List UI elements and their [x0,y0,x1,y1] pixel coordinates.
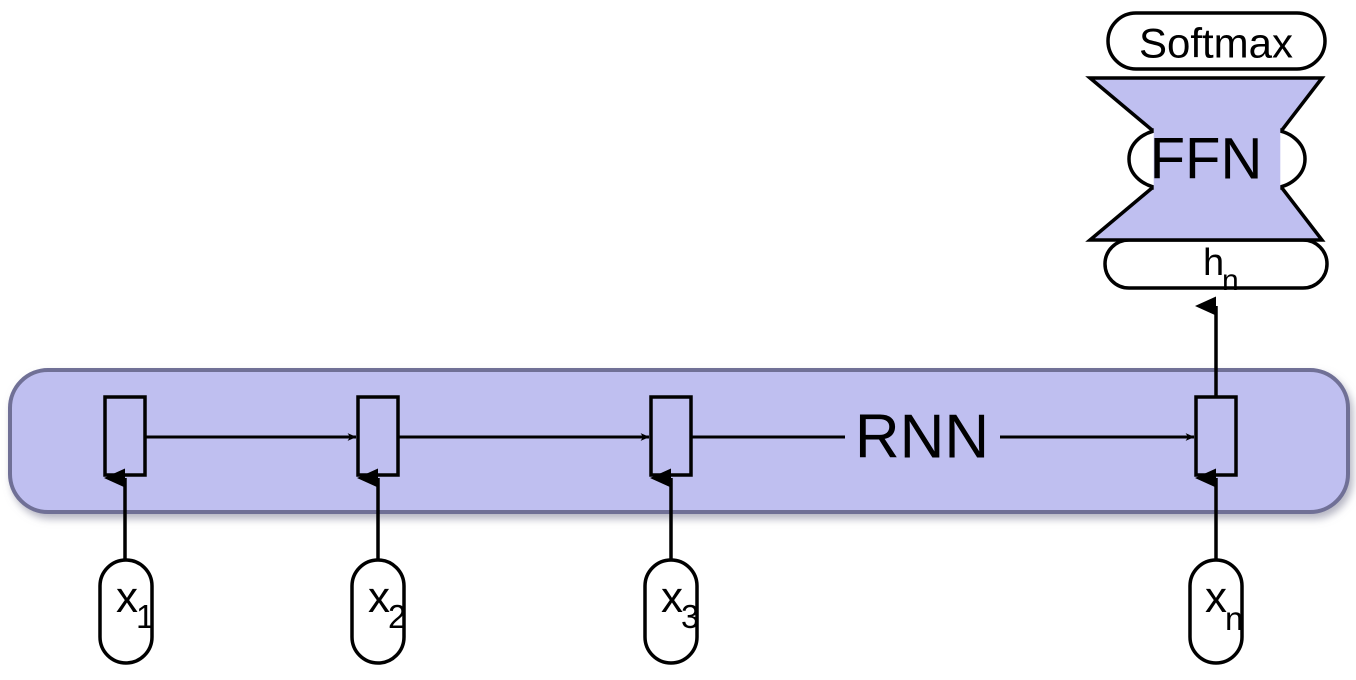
ffn-block[interactable]: FFN [1085,76,1326,242]
input-x2-subscript: 2 [388,598,406,635]
hidden-state-subscript: n [1222,264,1239,297]
input-x1-subscript: 1 [136,598,154,635]
hidden-state-label: h [1203,242,1224,284]
ffn-upper-trapezoid [1085,76,1326,132]
input-x1[interactable]: x 1 [98,558,154,665]
input-x1-shape [98,558,154,665]
input-xn-shape [1188,558,1244,665]
hidden-state-hn[interactable]: h n [1103,238,1329,297]
input-xn[interactable]: x n [1188,558,1244,665]
input-xn-subscript: n [1225,600,1243,637]
input-arrows-group [104,468,1218,560]
softmax-block[interactable]: Softmax [1106,11,1327,71]
rnn-label: RNN [855,403,989,472]
ffn-right-arc [1270,128,1307,190]
input-x2[interactable]: x 2 [350,558,406,665]
input-x3[interactable]: x 3 [643,558,699,665]
input-x3-subscript: 3 [681,598,699,635]
input-x3-label: x [661,573,683,622]
rnn-cell-1[interactable] [103,395,147,477]
rnn-bar [8,368,1350,514]
input-x2-shape [350,558,406,665]
input-xn-label: x [1205,573,1227,622]
input-x3-shape [643,558,699,665]
softmax-shape [1106,11,1327,71]
ffn-left-arc [1127,128,1164,190]
rnn-cell-3[interactable] [649,395,693,477]
ffn-label: FFN [1150,127,1263,192]
input-x2-label: x [368,573,390,622]
input-x1-label: x [116,573,138,622]
rnn-cell-2[interactable] [356,395,400,477]
rnn-bar-group [8,368,1350,514]
ffn-lower-trapezoid [1085,186,1326,242]
input-nodes-group: x 1 x 2 x 3 x n [98,558,1244,665]
ffn-waist [1153,128,1281,190]
softmax-label: Softmax [1139,20,1293,67]
